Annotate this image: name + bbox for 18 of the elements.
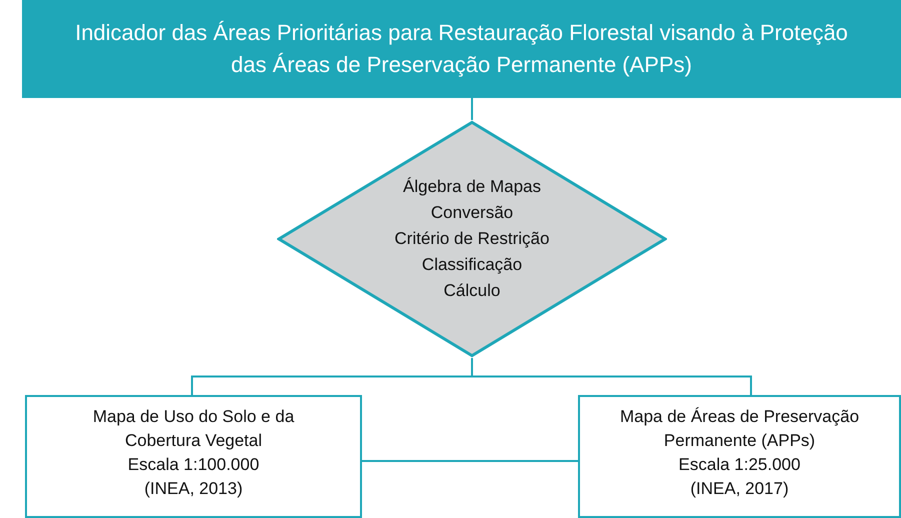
node-text: Escala 1:100.000 (128, 454, 260, 476)
node-text: Cálculo (444, 280, 500, 302)
node-text: Classificação (422, 254, 522, 276)
process-box (25, 395, 362, 518)
title-text: Indicador das Áreas Prioritárias para Restauração Florestal visando à Proteção das Áreas de Preservação Permanente (APPs) (74, 19, 849, 79)
node-text: Conversão (430, 202, 514, 224)
node-text: (INEA, 2017) (690, 478, 789, 500)
connector-line (471, 98, 473, 120)
node-text: Mapa de Uso do Solo e da Cobertura Vegetal (92, 406, 296, 452)
node-text: Álgebra de Mapas (403, 176, 541, 198)
node-text: Mapa de Áreas de Preservação Permanente (APPs) (618, 406, 860, 452)
node-text: Escala 1:25.000 (678, 454, 800, 476)
node-text: (INEA, 2013) (144, 478, 243, 500)
title-banner (22, 0, 901, 98)
connector-line (471, 358, 752, 395)
node-text: Critério de Restrição (394, 228, 550, 250)
process-box (578, 395, 901, 518)
connector-line (362, 460, 578, 462)
